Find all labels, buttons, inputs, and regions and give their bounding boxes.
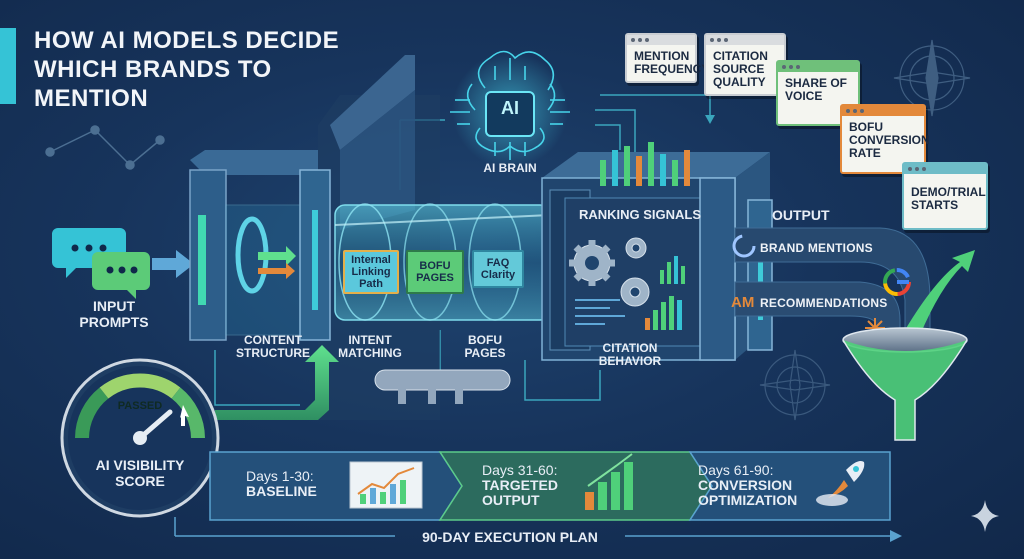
network-decoration [45,125,165,170]
content-structure-label: CONTENT STRUCTURE [236,333,310,360]
gauge-status: PASSED [117,400,163,412]
brand-c-icon [732,234,756,258]
targeted-chart-icon [585,453,633,510]
intent-matching-label: INTENT MATCHING [338,333,402,360]
bofu-panel: BOFU PAGES [406,250,464,294]
page-title: HOW AI MODELS DECIDE WHICH BRANDS TO MEN… [34,27,340,112]
phase-conversion-optimization: Days 61-90: CONVERSION OPTIMIZATION [698,462,798,508]
plan-label: 90-DAY EXECUTION PLAN [422,529,598,545]
gauge [60,358,220,518]
internal-linking-panel: Internal Linking Path [343,250,399,294]
metric-card-mention-frequency: MENTION FREQUENCY [625,33,709,83]
signal-bars [600,142,690,186]
input-prompts-label: INPUT PROMPTS [79,298,149,330]
compass-icon-lower [759,349,831,421]
ai-brain-label: AI BRAIN [483,161,537,175]
gear-icon [569,237,650,307]
recommendations-label: RECOMMENDATIONS [760,296,888,310]
phase-baseline: Days 1-30: BASELINE [246,468,317,499]
growth-arrow [215,345,339,420]
rocket-icon [816,461,865,506]
metric-card-share-of-voice: SHARE OF VOICE [776,60,860,126]
ai-chip-text: AI [501,98,519,118]
phase-targeted-output: Days 31-60: TARGETED OUTPUT [482,462,558,508]
metric-card-citation-source-quality: CITATION SOURCE QUALITY [704,33,786,96]
ai-visibility-score-label: AI VISIBILITY SCORE [95,457,185,489]
svg-text:AM: AM [731,294,754,311]
metric-card-demo-trial-starts: DEMO/TRIAL STARTS [902,162,988,230]
compass-icon [893,39,971,117]
pipe [374,369,511,404]
chat-bubbles-icon [52,228,150,299]
baseline-chart-icon [349,461,423,509]
ranking-signals-label: RANKING SIGNALS [578,207,702,222]
ai-chip-icon [450,50,570,168]
google-icon [883,268,911,296]
citation-behavior-label: CITATION BEHAVIOR [598,341,662,368]
mini-bar-chart [575,256,685,330]
input-arrow [152,250,194,278]
brand-mentions-label: BRAND MENTIONS [760,241,873,255]
funnel-icon [842,327,968,441]
faq-clarity-panel: FAQ Clarity [472,250,524,288]
bofu-pages-label: BOFU PAGES [464,333,506,360]
output-label: OUTPUT [772,207,830,223]
sparkle-icon [971,500,999,532]
title-accent [0,28,16,104]
brand-am-icon: AM [731,294,754,311]
